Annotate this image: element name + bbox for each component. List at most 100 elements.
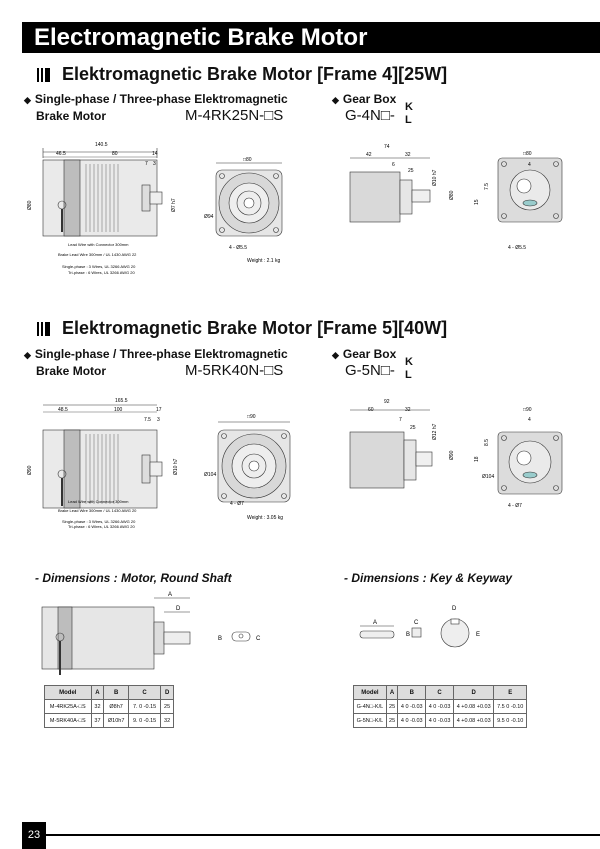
dim-shaft-5: Ø10 h7 xyxy=(173,458,179,475)
motor-side-view-5 xyxy=(42,404,163,509)
frame5-title-text: Elektromagnetic Brake Motor [Frame 5][40… xyxy=(62,318,448,338)
motor-front-view-5 xyxy=(217,421,291,503)
dim-d-5: 7.5 xyxy=(144,417,151,423)
frame4-title: Elektromagnetic Brake Motor [Frame 4][25… xyxy=(37,64,447,85)
dim-length-5: 165.5 xyxy=(115,398,128,404)
gear-dim-a-5: 60 xyxy=(368,407,374,413)
frame4-motor-model: M-4RK25N-□S xyxy=(185,107,284,124)
gear-dim-c-5: 7 xyxy=(399,417,402,423)
round-shaft-drawing xyxy=(41,597,251,675)
gear-front-view-5 xyxy=(497,431,563,495)
gear-dim-h-5: Ø90 xyxy=(449,450,455,460)
gear-dim-d-5: 25 xyxy=(410,425,416,431)
gear-dim-c: 6 xyxy=(392,162,395,168)
dim-e: 3 xyxy=(153,161,156,167)
gear-dim-d: 25 xyxy=(408,168,414,174)
gear-dim-h: Ø80 xyxy=(449,190,455,200)
dim-b: 80 xyxy=(112,151,118,157)
gear-dim-15: 15 xyxy=(474,199,480,205)
frame4-gear-label: ◆Gear Box xyxy=(332,92,397,106)
dim-pcd-5: Ø104 xyxy=(204,472,216,478)
dim-square-5: □90 xyxy=(247,414,256,420)
dim-pcd: Ø94 xyxy=(204,214,214,220)
diamond-bullet-icon: ◆ xyxy=(332,95,339,105)
footer-rule xyxy=(46,834,600,836)
key-label-a: A xyxy=(373,620,377,626)
gear-dim-shaft-5: Ø12 h7 xyxy=(432,423,438,440)
key-label-c: C xyxy=(414,620,419,626)
wire-note-1-5: Lead Wire with Connector 300mm xyxy=(68,499,129,504)
page-number: 23 xyxy=(22,822,46,849)
dim-d: 7 xyxy=(145,161,148,167)
dim-height-5: Ø90 xyxy=(27,465,33,475)
section-bars-icon xyxy=(37,321,50,336)
gear-dim-square: □80 xyxy=(523,151,532,157)
label-b: B xyxy=(218,636,222,642)
wire-note-4: Tri-phase : 6 Wires, UL 3266 AWG 20 xyxy=(68,270,135,275)
gear-dim-b: 32 xyxy=(405,152,411,158)
dim-holes-5: 4 - Ø7 xyxy=(230,501,244,507)
dim-a: 46.5 xyxy=(56,151,66,157)
dim-key-title: - Dimensions : Key & Keyway xyxy=(344,571,513,585)
gear-side-view xyxy=(349,157,431,223)
motor-front-view xyxy=(215,162,283,237)
key-drawing xyxy=(359,618,470,648)
gear-side-view-5 xyxy=(349,409,433,489)
label-d: D xyxy=(176,606,181,612)
key-label-b: B xyxy=(406,632,410,638)
gear-dim-len-5: 92 xyxy=(384,399,390,405)
wire-note-2-5: Brake Lead Wire 300mm / UL 1430 AWG 20 xyxy=(58,508,137,513)
diamond-bullet-icon: ◆ xyxy=(332,350,339,360)
diamond-bullet-icon: ◆ xyxy=(24,95,31,105)
gear-dim-len: 74 xyxy=(384,144,390,150)
frame5-gear-model: G-5N□- xyxy=(345,362,395,379)
dim-b-5: 100 xyxy=(114,407,123,413)
dim-c-5: 17 xyxy=(156,407,162,413)
wire-note-2: Brake Lead Wire 300mm / UL 1430 AWG 22 xyxy=(58,252,137,257)
gear-front-view xyxy=(497,157,563,223)
gear-dim-75: 7.5 xyxy=(484,183,490,190)
page-header: Electromagnetic Brake Motor xyxy=(22,22,600,53)
dim-holes: 4 - Ø5.5 xyxy=(229,245,247,251)
section-bars-icon xyxy=(37,67,50,82)
gear-dim-square-5: □90 xyxy=(523,407,532,413)
wire-note-1: Lead Wire with Connector 300mm xyxy=(68,242,129,247)
wire-note-3-5: Single-phase : 3 Wires, UL 3266 AWG 20 xyxy=(62,519,136,524)
dim-a-5: 48.5 xyxy=(58,407,68,413)
diamond-bullet-icon: ◆ xyxy=(24,350,31,360)
frame4-title-text: Elektromagnetic Brake Motor [Frame 4][25… xyxy=(62,64,448,84)
dim-c: 14 xyxy=(152,151,158,157)
frame5-title: Elektromagnetic Brake Motor [Frame 5][40… xyxy=(37,318,447,339)
dim-length: 140.5 xyxy=(95,142,108,148)
wire-note-4-5: Tri-phase : 6 Wires, UL 3266 AWG 20 xyxy=(68,524,135,529)
dim-square: □80 xyxy=(243,157,252,163)
dim-motor-title: - Dimensions : Motor, Round Shaft xyxy=(35,571,232,585)
key-label-d: D xyxy=(452,606,457,612)
frame5-motor-model: M-5RK40N-□S xyxy=(185,362,284,379)
gear-dim-holes-5: 4 - Ø7 xyxy=(508,503,522,509)
dim-e-5: 3 xyxy=(157,417,160,423)
weight-5: Weight : 3.05 kg xyxy=(247,515,283,521)
gear-dim-b-5: 32 xyxy=(405,407,411,413)
dim-height: Ø80 xyxy=(27,200,33,210)
label-a: A xyxy=(168,592,172,598)
dim-shaft: Ø7 h7 xyxy=(171,198,177,212)
motor-side-view xyxy=(42,148,163,237)
wire-note-3: Single-phase : 3 Wires, UL 3266 AWG 20 xyxy=(62,264,136,269)
gear-dim-4: 4 xyxy=(528,162,531,168)
label-c: C xyxy=(256,636,261,642)
gear-dim-18: 18 xyxy=(474,456,480,462)
